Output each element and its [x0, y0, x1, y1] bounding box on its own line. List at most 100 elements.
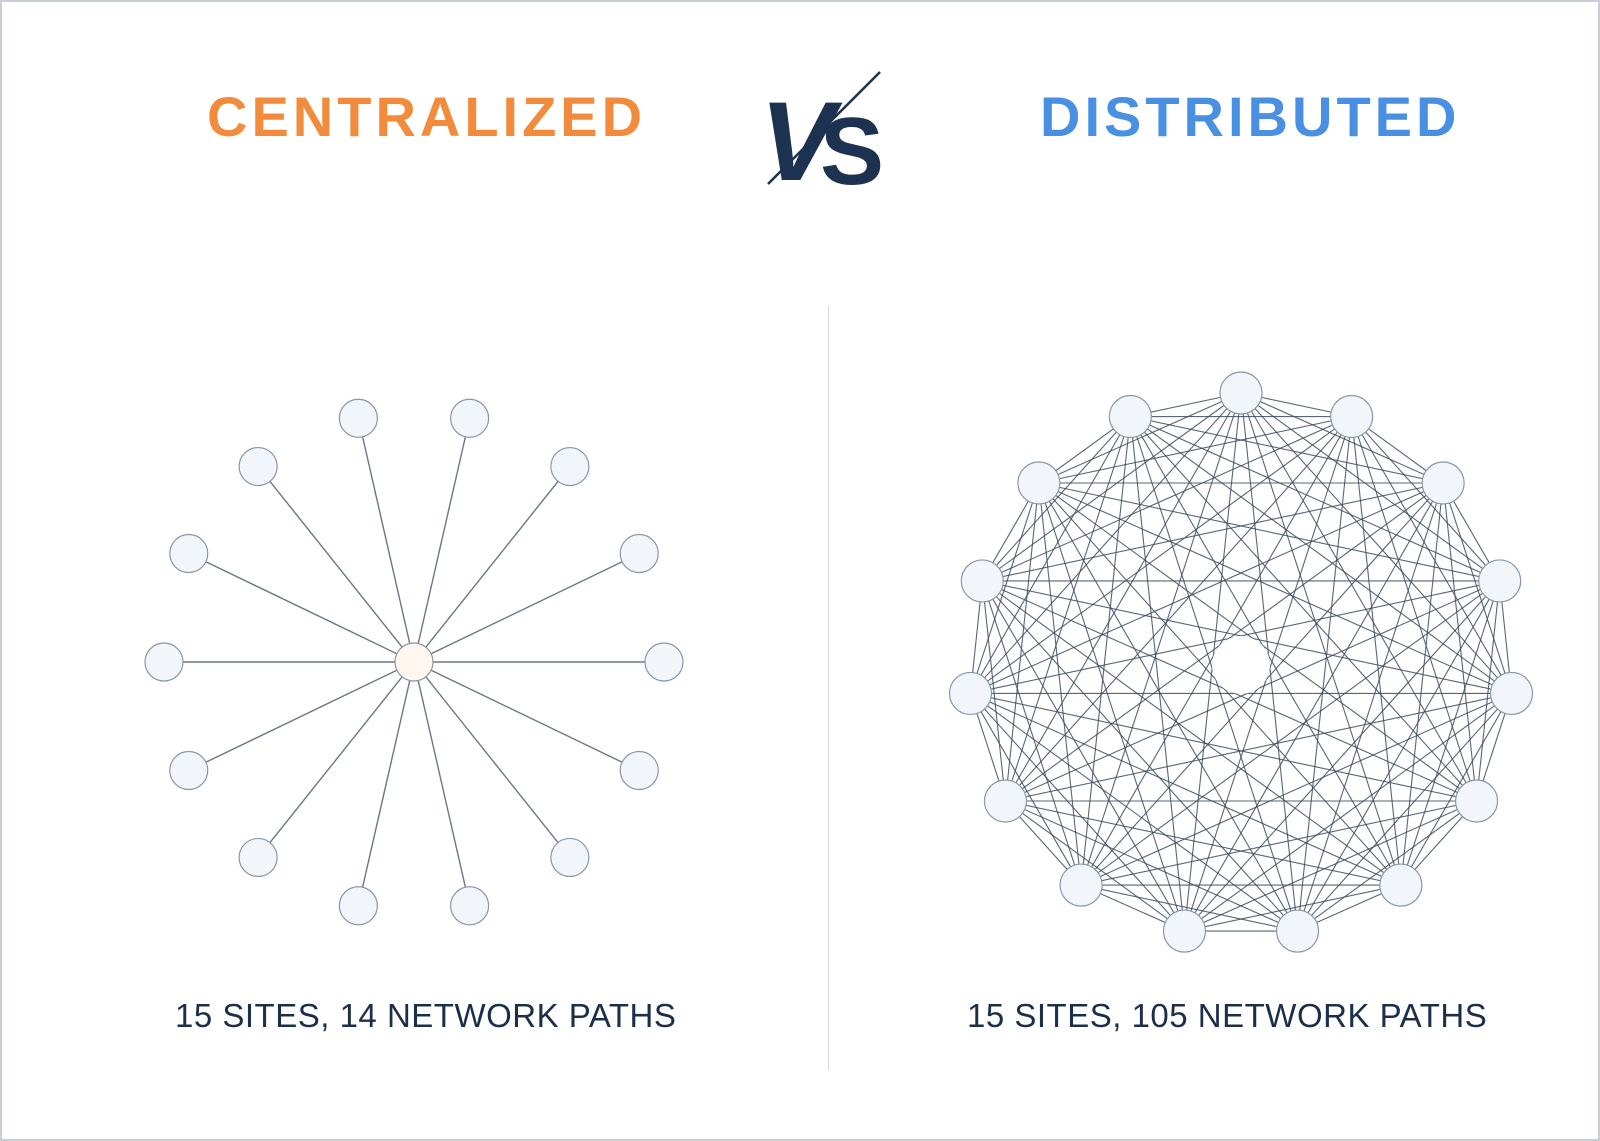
network-path [1351, 416, 1512, 694]
site-node [169, 533, 209, 574]
network-path [1130, 416, 1512, 694]
network-path [981, 580, 1006, 802]
network-path [981, 580, 1185, 932]
site-node [550, 837, 590, 878]
network-path [1184, 800, 1477, 932]
network-path [413, 552, 640, 663]
svg-text:S: S [820, 98, 884, 205]
network-path [1297, 416, 1353, 932]
site-node [169, 750, 209, 791]
network-path [1351, 416, 1478, 802]
site-node [338, 398, 378, 438]
network-path [982, 482, 1444, 582]
site-node [619, 750, 659, 791]
site-node [644, 642, 684, 682]
network-path [357, 418, 415, 663]
site-node [1421, 461, 1465, 505]
network-path [970, 692, 1298, 932]
network-path [970, 692, 1477, 802]
network-path [970, 692, 1402, 886]
network-path [982, 416, 1352, 582]
network-path [1129, 416, 1477, 802]
network-path [1400, 580, 1501, 886]
network-path [970, 416, 1131, 694]
network-path [1184, 884, 1401, 932]
network-path [413, 661, 640, 772]
network-path [1038, 482, 1512, 694]
network-path [1240, 392, 1402, 886]
network-path [1351, 416, 1501, 582]
network-path [1080, 580, 1501, 886]
site-node [450, 886, 490, 926]
site-node [144, 642, 184, 682]
network-path [970, 693, 1185, 932]
network-path [1080, 416, 1131, 886]
network-path [1297, 482, 1444, 932]
network-path [257, 661, 415, 858]
network-path [1297, 693, 1512, 932]
network-path [981, 416, 1131, 582]
network-path [413, 466, 571, 663]
network-path [981, 580, 1298, 932]
network-path [981, 580, 1082, 886]
network-path [1129, 416, 1185, 932]
site-node [948, 671, 993, 716]
hub-node [394, 642, 434, 682]
network-path [1038, 482, 1185, 932]
site-node [1059, 863, 1103, 907]
network-path [1184, 692, 1512, 932]
network-path [357, 661, 415, 906]
network-path [1442, 482, 1513, 694]
site-node [1017, 461, 1061, 505]
network-path [1240, 392, 1501, 582]
distributed-title: DISTRIBUTED [1040, 85, 1461, 148]
network-path [1038, 482, 1082, 886]
site-node [238, 446, 278, 487]
site-node [960, 559, 1004, 603]
network-path [1081, 800, 1477, 886]
site-node [1275, 909, 1320, 953]
network-path [1130, 416, 1500, 582]
site-node [1489, 671, 1534, 716]
network-path [1183, 482, 1444, 932]
site-node [1330, 394, 1374, 439]
network-path [970, 392, 1242, 694]
site-node [1108, 394, 1152, 439]
network-path [188, 661, 415, 772]
site-node [619, 533, 659, 574]
network-path [413, 661, 471, 906]
site-node [983, 779, 1028, 823]
network-path [1004, 416, 1131, 802]
site-node [238, 837, 278, 878]
network-path [1442, 482, 1478, 802]
network-path [1005, 800, 1401, 886]
network-path [1130, 415, 1444, 484]
network-path [1038, 392, 1242, 484]
distributed-caption: 15 SITES, 105 NETWORK PATHS [967, 997, 1488, 1034]
network-path [1184, 580, 1501, 932]
centralized-star-network [144, 398, 684, 926]
network-path [1081, 884, 1298, 932]
network-path [257, 466, 415, 663]
network-path [970, 416, 1352, 694]
network-path [1005, 800, 1298, 932]
site-node [338, 886, 378, 926]
centralized-title: CENTRALIZED [207, 85, 647, 148]
network-path [1297, 580, 1501, 932]
network-path [1351, 416, 1402, 886]
site-node [1162, 909, 1207, 953]
network-path [1240, 392, 1478, 802]
network-path [1038, 482, 1299, 932]
network-path [1240, 392, 1444, 484]
network-path [981, 392, 1242, 582]
center-gap [1212, 636, 1270, 694]
network-path [1005, 692, 1512, 802]
network-path [1004, 392, 1242, 802]
site-node [1478, 559, 1522, 603]
site-node [1379, 863, 1423, 907]
site-node [450, 398, 490, 438]
network-path [1080, 392, 1242, 886]
